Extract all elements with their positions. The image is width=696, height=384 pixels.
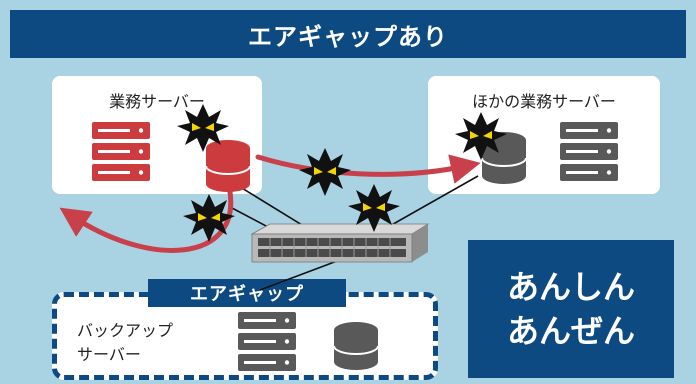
database-icon <box>205 140 251 192</box>
malware-icon <box>177 104 229 152</box>
malware-icon <box>348 184 400 232</box>
server-rack-icon <box>92 122 150 181</box>
database-icon <box>333 322 379 370</box>
page-title: エアギャップあり <box>248 22 448 51</box>
safe-text-line1: あんしん <box>506 268 635 306</box>
link-switch-to-backup <box>259 257 346 291</box>
network-switch-icon <box>250 223 430 263</box>
airgap-label: エアギャップ <box>148 279 346 307</box>
malware-icon <box>299 148 351 196</box>
malware-icon <box>183 194 235 242</box>
backup-server-label: バックアップ サーバー <box>77 321 174 364</box>
server-rack-icon <box>238 312 296 371</box>
title-bar: エアギャップあり <box>10 10 686 58</box>
attack-arrow-to-other-server <box>255 154 481 184</box>
safe-text-line2: あんぜん <box>506 312 635 350</box>
server-rack-icon <box>560 122 618 181</box>
other-server-label: ほかの業務サーバー <box>472 92 616 111</box>
main-server-label: 業務サーバー <box>109 92 205 111</box>
malware-icon <box>455 112 507 160</box>
safe-message-box: あんしん あんぜん <box>468 240 674 378</box>
